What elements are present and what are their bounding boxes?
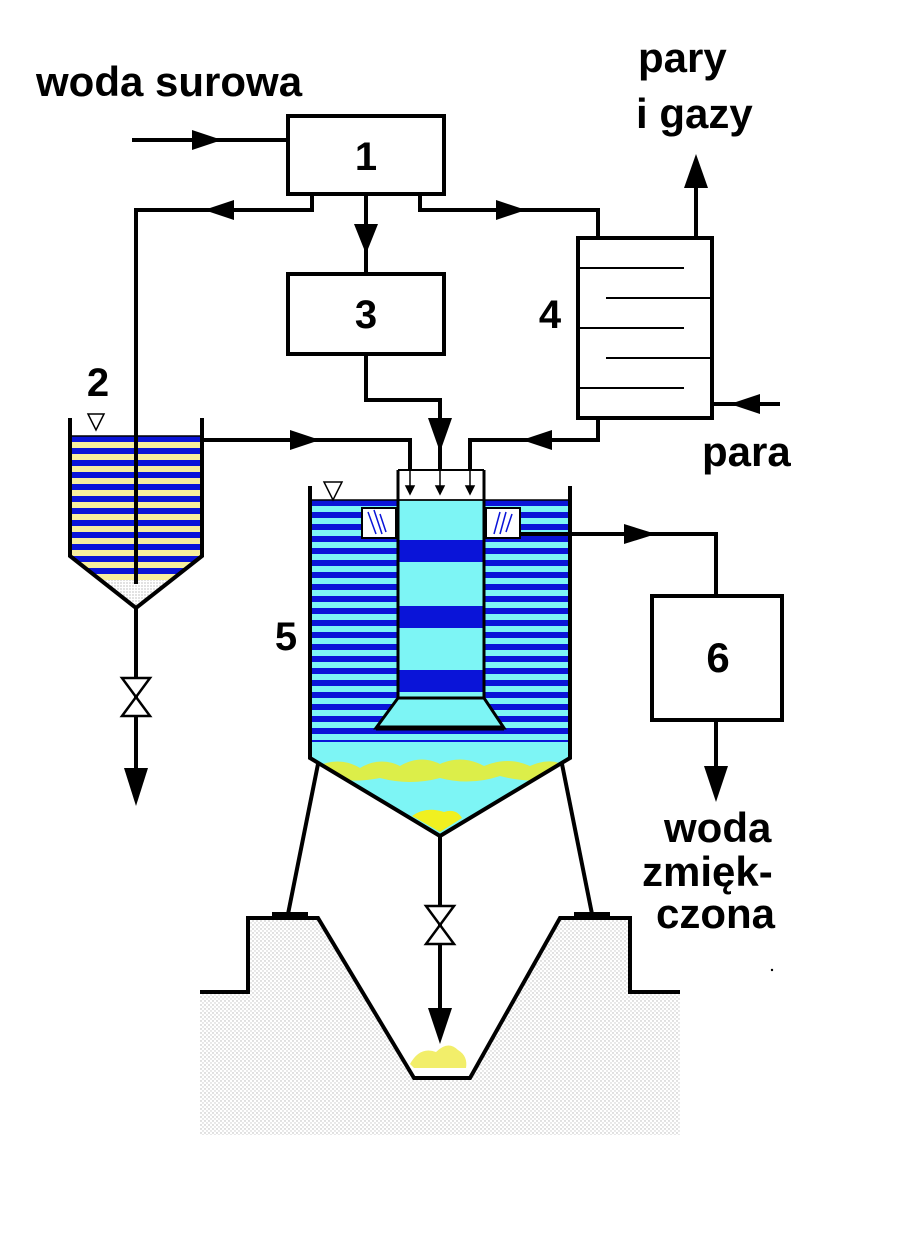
vapors-label-line1: pary <box>638 34 727 81</box>
softened-water-label-line3: czona <box>656 890 776 937</box>
vapors-label-line2: i gazy <box>636 90 753 137</box>
valve-icon <box>423 904 457 946</box>
unit-5-number: 5 <box>275 615 297 659</box>
unit-1-number: 1 <box>355 135 377 179</box>
softened-water-label-line2: zmięk- <box>642 848 773 895</box>
water-level-marker-2 <box>86 413 106 432</box>
steam-label: para <box>702 428 791 475</box>
foundation <box>200 912 680 1135</box>
unit-box-3 <box>286 272 446 356</box>
stray-dot <box>770 968 774 972</box>
unit-2-number: 2 <box>87 361 109 405</box>
raw-water-label: woda surowa <box>35 58 303 105</box>
unit-4-number: 4 <box>539 293 562 337</box>
arrowheads <box>124 130 760 1044</box>
unit-6-number: 6 <box>706 634 729 681</box>
heater-4 <box>576 236 714 420</box>
inner-arrows <box>404 470 476 496</box>
unit-box-1 <box>286 114 446 196</box>
valve-icon <box>119 676 153 718</box>
water-level-marker-5 <box>322 481 344 502</box>
unit-3-number: 3 <box>355 293 377 337</box>
softened-water-label-line1: woda <box>663 804 772 851</box>
